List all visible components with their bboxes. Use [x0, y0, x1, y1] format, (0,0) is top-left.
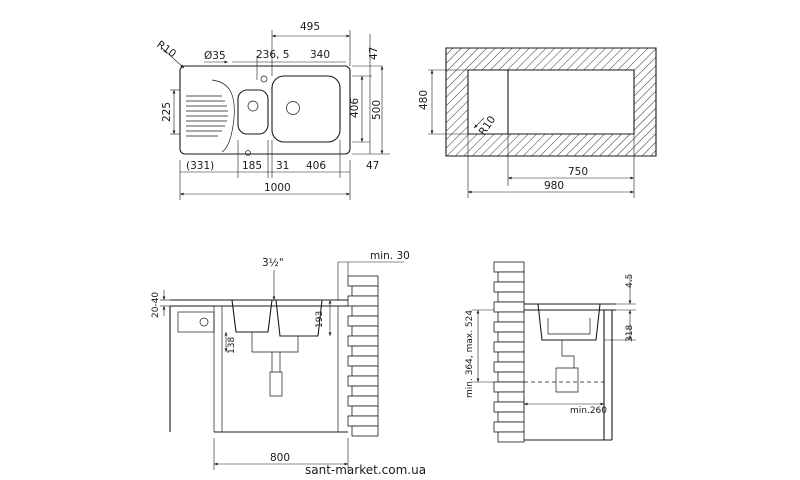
dim-406-width: 406	[306, 160, 326, 172]
siphon	[269, 371, 283, 397]
dim-47-bottom: 47	[366, 160, 379, 172]
appliance-panel	[177, 311, 215, 333]
side-view: 4.5 min. 364, max. 524 318 min.260	[465, 261, 636, 443]
cutout-view: 480 R10 750 980	[418, 47, 657, 198]
dim-20-40: 20-40	[151, 292, 161, 318]
dim-47-top: 47	[368, 47, 380, 60]
dim-193: 193	[315, 311, 325, 328]
dim-min-260: min.260	[570, 406, 607, 416]
front-main-bowl	[275, 299, 323, 337]
main-bowl	[271, 75, 341, 143]
sink-outline	[179, 65, 351, 155]
dim-750: 750	[568, 166, 588, 178]
appliance-knob	[199, 317, 209, 327]
small-bowl	[237, 89, 269, 135]
front-brick-wall	[347, 275, 379, 437]
dim-500: 500	[371, 100, 383, 120]
dim-495: 495	[300, 21, 320, 33]
hole-diameter-label: Ø35	[204, 50, 226, 62]
drainer-edge	[211, 79, 235, 153]
countertop-section	[445, 47, 657, 157]
dim-331: (331)	[186, 160, 214, 172]
dim-236: 236, 5	[256, 49, 289, 61]
small-bowl-drain	[247, 100, 259, 112]
dim-1000: 1000	[264, 182, 291, 194]
overflow-hole	[245, 150, 251, 156]
drainer-ribs	[186, 95, 228, 137]
dim-225: 225	[161, 102, 173, 122]
side-siphon	[555, 367, 579, 393]
dim-980: 980	[544, 180, 564, 192]
corner-radius-label: R10	[154, 39, 178, 61]
dim-480: 480	[418, 90, 430, 110]
dim-4-5: 4.5	[625, 274, 635, 288]
side-bowl-inner	[547, 318, 591, 335]
front-small-bowl	[231, 299, 273, 333]
dim-height-range: min. 364, max. 524	[465, 310, 475, 398]
main-bowl-drain	[286, 101, 300, 115]
dim-800: 800	[270, 452, 290, 464]
fitting-size-label: 3½"	[262, 257, 284, 269]
dim-406-height: 406	[349, 98, 361, 118]
front-view: 3½" min. 30 20-40 193 138 800	[151, 250, 410, 470]
watermark: sant-market.com.ua	[305, 463, 426, 477]
side-bowl	[537, 303, 601, 341]
drain-pipe	[251, 332, 299, 353]
top-view: R10 Ø35 495 236, 5 340 47 225 406 500 (3…	[154, 21, 390, 200]
dim-340: 340	[310, 49, 330, 61]
dim-31: 31	[276, 160, 289, 172]
wall-gap-label: min. 30	[370, 250, 410, 262]
trap-pipe	[271, 352, 281, 372]
side-drain-pipe	[561, 340, 575, 368]
side-brick-wall	[493, 261, 525, 443]
dim-138: 138	[227, 337, 237, 354]
dim-318: 318	[625, 325, 635, 342]
dim-185: 185	[242, 160, 262, 172]
tap-hole	[260, 75, 268, 83]
